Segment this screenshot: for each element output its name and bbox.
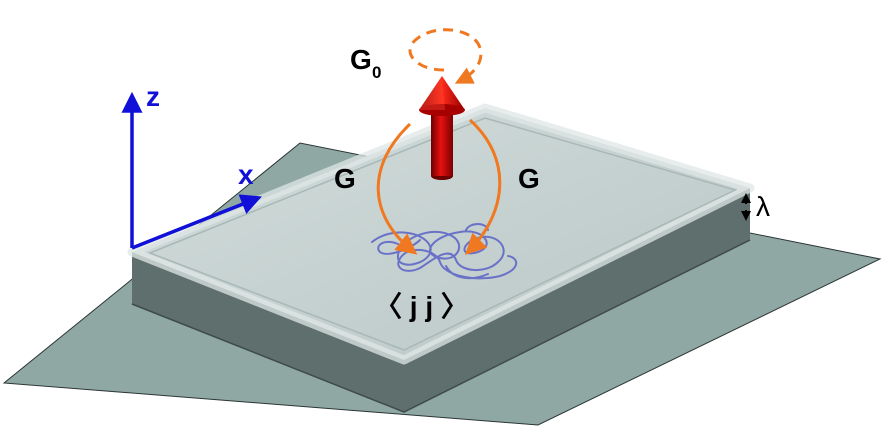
x-axis-label: x <box>238 159 254 190</box>
g0-label: G <box>350 44 372 75</box>
propagator-left-curve <box>376 122 418 255</box>
slab-top-face <box>132 108 750 360</box>
slab-right-face <box>404 188 750 412</box>
propagator-right-curve <box>465 118 502 255</box>
g-left-label: G <box>334 163 356 194</box>
g0-subscript: 0 <box>372 63 381 82</box>
lambda-label: λ <box>756 191 770 222</box>
slab-left-face <box>132 252 404 412</box>
slab-bottom-edge <box>131 239 751 413</box>
z-axis-label: z <box>146 81 160 112</box>
g-right-label: G <box>518 163 540 194</box>
dashed-loop-icon <box>408 28 483 84</box>
x-axis <box>131 194 262 250</box>
slab-rim <box>127 103 755 365</box>
slab-inner-edge <box>147 117 738 351</box>
red-arrow-up-icon <box>419 76 465 180</box>
correlator-label: 〈 j j 〉 <box>374 291 469 322</box>
